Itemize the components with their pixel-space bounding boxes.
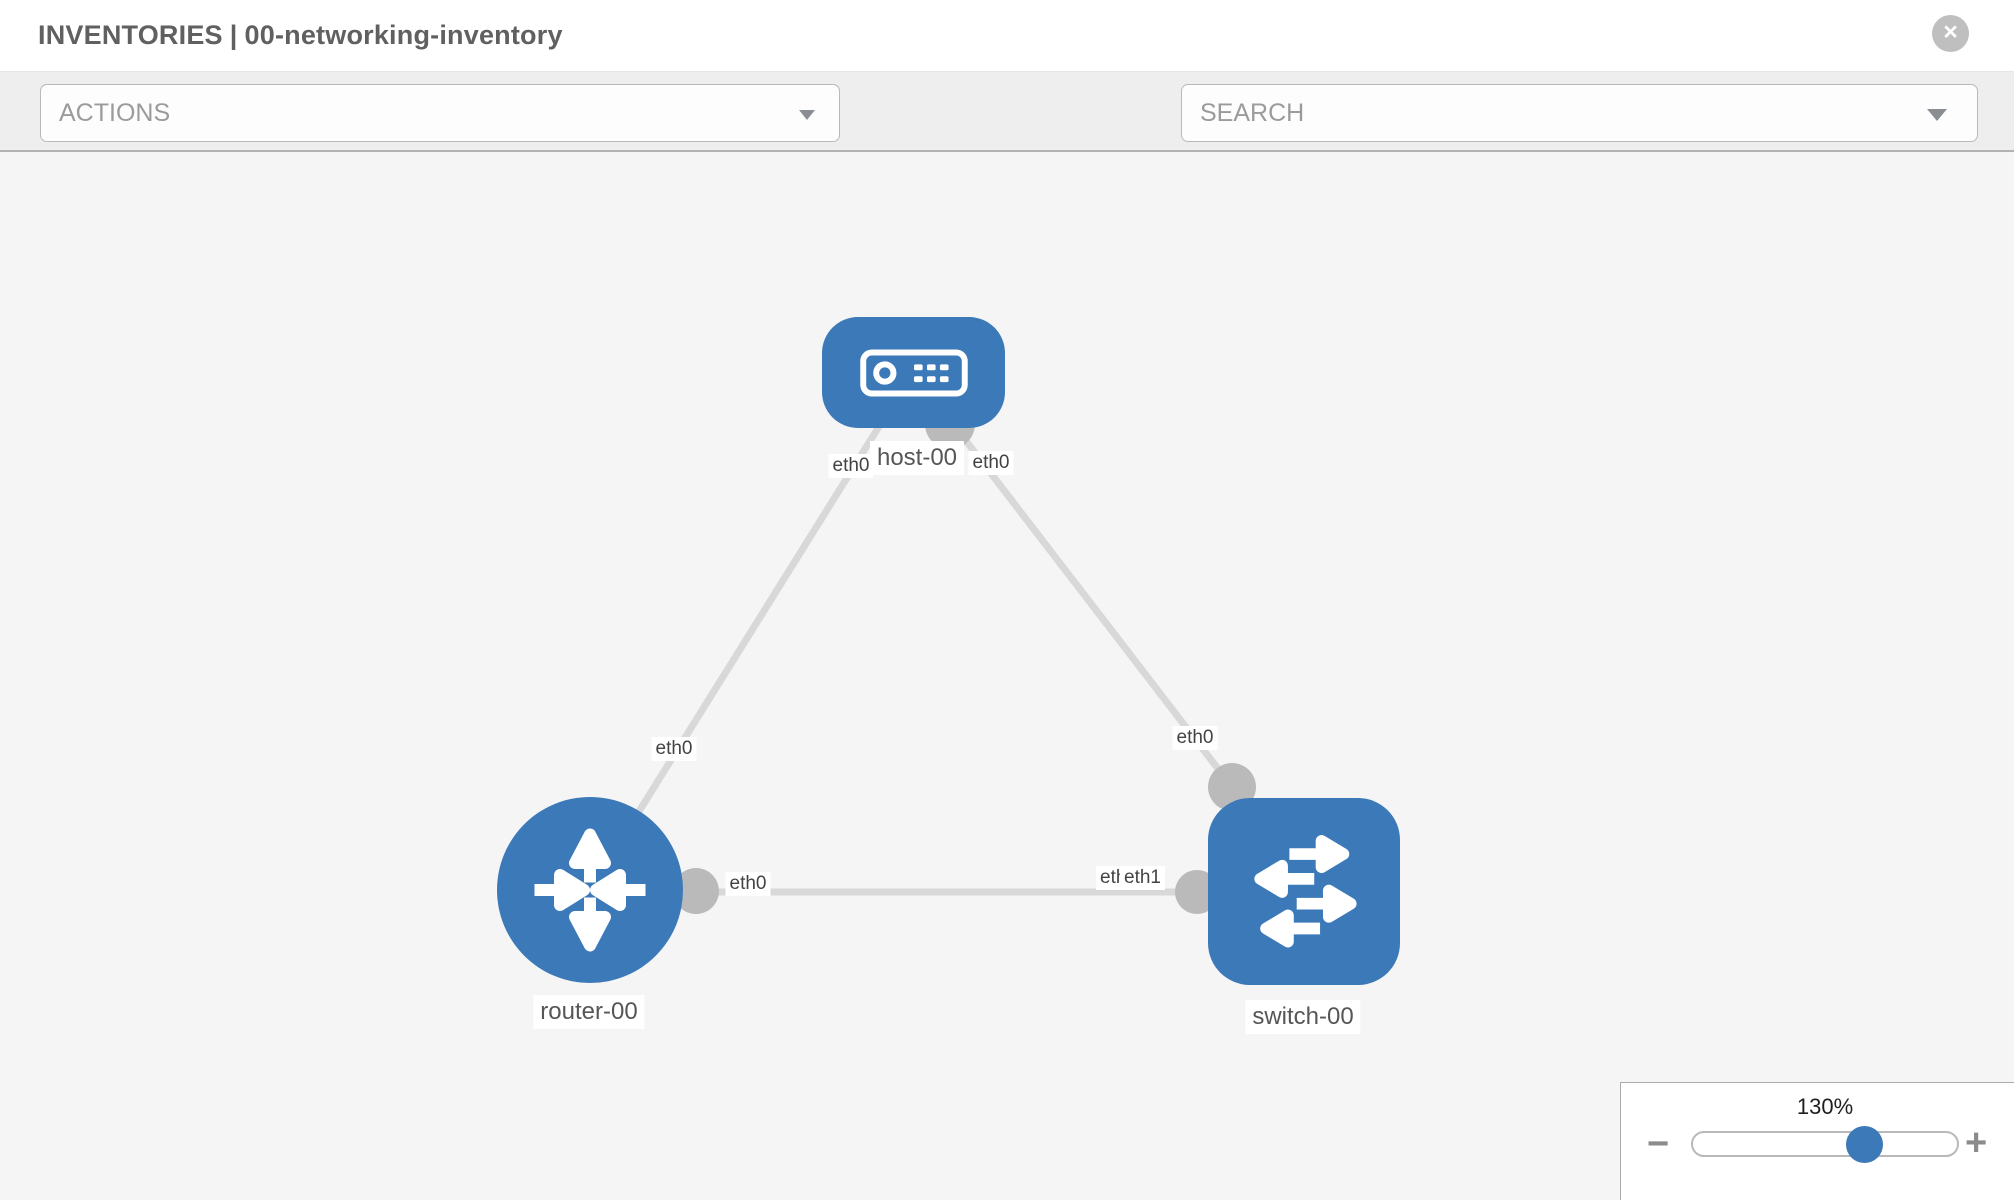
- node-label-switch: switch-00: [1245, 1000, 1361, 1034]
- node-host-00[interactable]: [822, 317, 1005, 428]
- iface-label-switch-link-eth0: eth0: [1172, 726, 1218, 750]
- breadcrumb-section: INVENTORIES: [38, 20, 223, 50]
- port-router-eth0[interactable]: [673, 868, 719, 914]
- topology-canvas[interactable]: host-00 router-00 switch-00 eth0 eth0 et…: [0, 152, 2014, 1200]
- node-label-host: host-00: [869, 441, 965, 475]
- switch-icon: [1254, 834, 1357, 947]
- chevron-down-icon: [1927, 109, 1947, 121]
- chevron-down-icon: [799, 110, 815, 120]
- iface-label-switch-eth1: eth1: [1120, 866, 1165, 890]
- zoom-level-value: 130%: [1796, 1094, 1854, 1119]
- links-layer: [587, 369, 1256, 914]
- node-switch-00[interactable]: [1208, 798, 1400, 985]
- iface-label-host-eth0-left: eth0: [828, 454, 874, 478]
- close-icon[interactable]: ×: [1932, 15, 1969, 52]
- toolbar: ACTIONS SEARCH: [0, 72, 2014, 204]
- node-label-router: router-00: [533, 995, 645, 1029]
- breadcrumb-separator: |: [229, 20, 238, 50]
- page-header: INVENTORIES|00-networking-inventory ×: [0, 0, 2014, 72]
- actions-dropdown[interactable]: ACTIONS: [40, 84, 840, 142]
- iface-label-router-link-eth0: eth0: [651, 737, 697, 761]
- zoom-slider-thumb[interactable]: [1846, 1126, 1883, 1163]
- search-input[interactable]: SEARCH: [1181, 84, 1978, 142]
- zoom-panel: 130% − +: [1620, 1082, 2014, 1200]
- search-placeholder: SEARCH: [1200, 99, 1305, 127]
- server-icon: [859, 349, 968, 396]
- iface-label-host-eth0-right: eth0: [968, 451, 1014, 475]
- zoom-slider-track[interactable]: [1691, 1131, 1959, 1157]
- node-router-00[interactable]: [497, 797, 683, 983]
- page-title: INVENTORIES|00-networking-inventory: [38, 20, 570, 51]
- iface-label-switch-eth0-back: eth0: [1096, 866, 1122, 890]
- iface-label-router-eth0: eth0: [725, 872, 771, 896]
- zoom-in-button[interactable]: +: [1965, 1122, 1988, 1164]
- router-icon: [534, 828, 646, 952]
- inventory-name: 00-networking-inventory: [244, 20, 563, 50]
- actions-dropdown-label: ACTIONS: [59, 99, 171, 127]
- zoom-out-button[interactable]: −: [1647, 1123, 1670, 1165]
